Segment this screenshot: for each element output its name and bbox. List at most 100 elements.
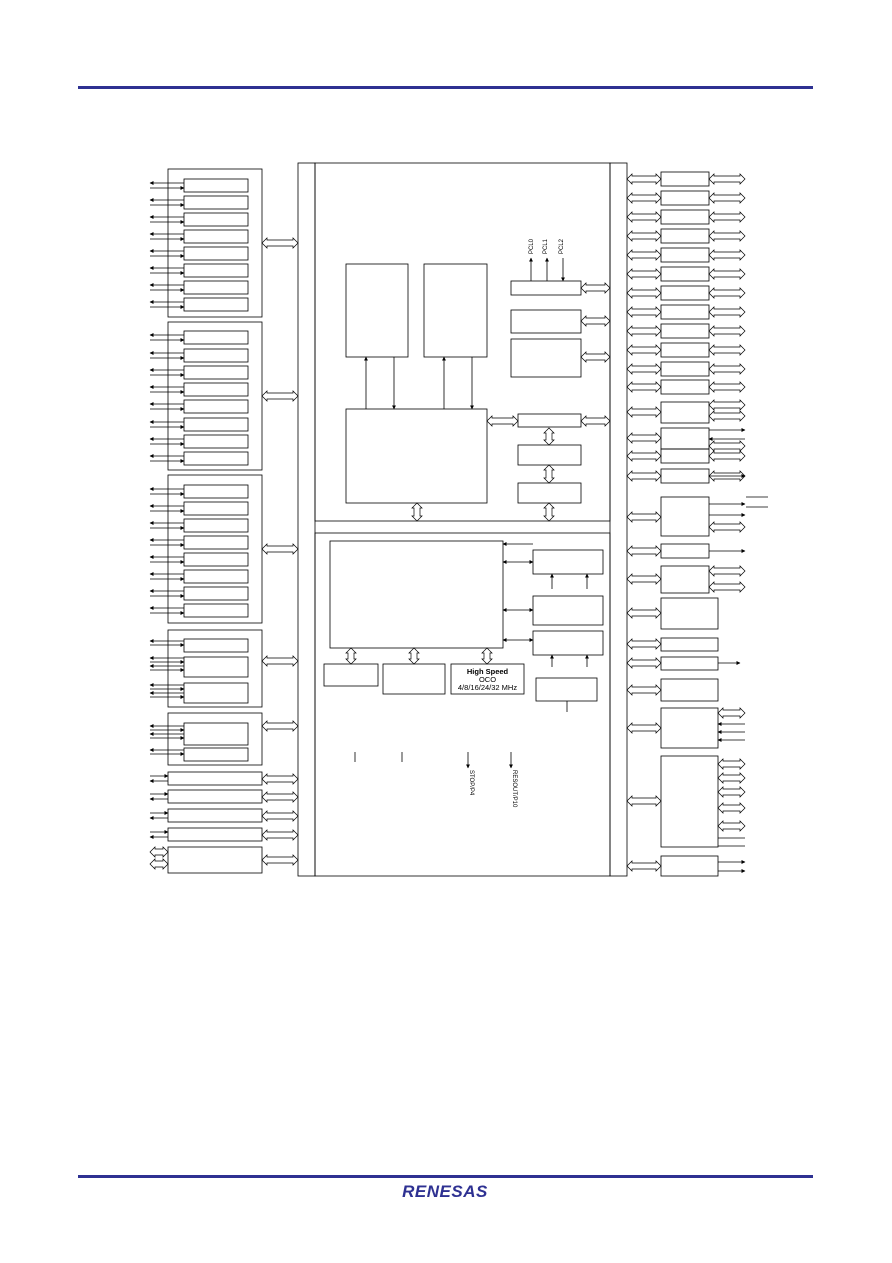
port-register <box>183 638 249 653</box>
region-bus <box>411 502 423 522</box>
io-bus <box>626 306 662 318</box>
io-block <box>660 304 710 320</box>
high-speed-oco-block: High Speed OCO 4/8/16/24/32 MHz <box>450 663 525 695</box>
system-block <box>532 549 604 575</box>
port-group-bus <box>261 390 299 402</box>
io-bus <box>626 287 662 299</box>
io-bus <box>626 325 662 337</box>
io-block <box>660 209 710 225</box>
port-register <box>183 280 249 295</box>
io-block <box>660 285 710 301</box>
io-bus <box>626 657 662 669</box>
port-register <box>183 552 249 567</box>
right-bus <box>609 162 628 877</box>
port-register <box>183 330 249 345</box>
io-block <box>660 228 710 244</box>
port-register <box>183 195 249 210</box>
io-bus <box>626 860 662 872</box>
system-block <box>532 595 604 626</box>
port-register <box>183 212 249 227</box>
io-pin <box>708 344 746 356</box>
io-bus <box>626 511 662 523</box>
io-bus <box>626 381 662 393</box>
io-block <box>660 855 719 877</box>
io-pin <box>708 287 746 299</box>
oco-label-line1: High Speed <box>467 667 509 676</box>
port-register <box>183 399 249 414</box>
io-block <box>660 379 710 395</box>
io-block <box>660 190 710 206</box>
io-pin <box>708 399 746 411</box>
io-block <box>660 543 710 559</box>
io-pin <box>708 230 746 242</box>
system-bus <box>345 647 357 665</box>
port-group-bus <box>261 237 299 249</box>
port-register <box>183 297 249 312</box>
io-bus <box>626 638 662 650</box>
io-bus <box>626 545 662 557</box>
header-rule <box>78 86 813 89</box>
left-bus <box>297 162 316 877</box>
pin-labels-bottom: STOP/P4 RESOUT/P10 <box>468 770 517 808</box>
io-pin <box>717 820 746 832</box>
port-register <box>183 569 249 584</box>
io-block <box>660 468 710 484</box>
io-block <box>660 171 710 187</box>
port-register <box>183 434 249 449</box>
diagram-blocks <box>167 162 719 877</box>
io-pin <box>717 707 746 719</box>
io-bus <box>626 607 662 619</box>
port-register <box>183 246 249 261</box>
port-register <box>183 417 249 432</box>
port-register <box>183 178 249 193</box>
port-register <box>183 263 249 278</box>
io-pin <box>717 802 746 814</box>
io-pin <box>708 173 746 185</box>
cpu-bus <box>580 282 611 294</box>
io-block <box>660 707 719 749</box>
io-block <box>660 496 710 537</box>
io-block <box>660 565 710 594</box>
peripheral-io <box>149 846 169 858</box>
port-register <box>183 603 249 618</box>
port-register <box>183 682 249 704</box>
io-pin <box>708 325 746 337</box>
peripheral-block <box>167 771 263 786</box>
io-bus <box>626 573 662 585</box>
io-bus <box>626 363 662 375</box>
pin-label-pcl1: PCL1 <box>543 238 549 254</box>
region-bus <box>543 502 555 522</box>
io-pin <box>708 249 746 261</box>
io-block <box>660 448 710 464</box>
io-block <box>660 247 710 263</box>
pin-label-pcl2: PCL2 <box>559 238 565 254</box>
peripheral-bus <box>261 810 299 822</box>
cpu-bus <box>543 427 555 446</box>
io-pin <box>708 363 746 375</box>
pin-label-pcl0: PCL0 <box>529 238 535 254</box>
io-block <box>660 656 719 671</box>
io-pin <box>708 581 746 593</box>
system-block <box>382 663 446 695</box>
cpu-bus <box>543 464 555 484</box>
port-register <box>183 535 249 550</box>
port-register <box>183 382 249 397</box>
io-block <box>660 678 719 702</box>
io-bus <box>626 344 662 356</box>
port-register <box>183 451 249 466</box>
pin-label-stop: STOP/P4 <box>468 770 474 796</box>
io-bus <box>626 450 662 462</box>
io-pin <box>708 381 746 393</box>
io-pin <box>708 410 746 422</box>
port-register <box>183 365 249 380</box>
io-bus <box>626 406 662 418</box>
peripheral-block <box>510 309 582 334</box>
io-pin <box>717 772 746 784</box>
port-register <box>183 747 249 762</box>
memory-block-a <box>345 263 409 358</box>
system-bus <box>408 647 420 665</box>
io-bus <box>626 684 662 696</box>
io-block <box>660 323 710 339</box>
peripheral-block <box>517 444 582 466</box>
